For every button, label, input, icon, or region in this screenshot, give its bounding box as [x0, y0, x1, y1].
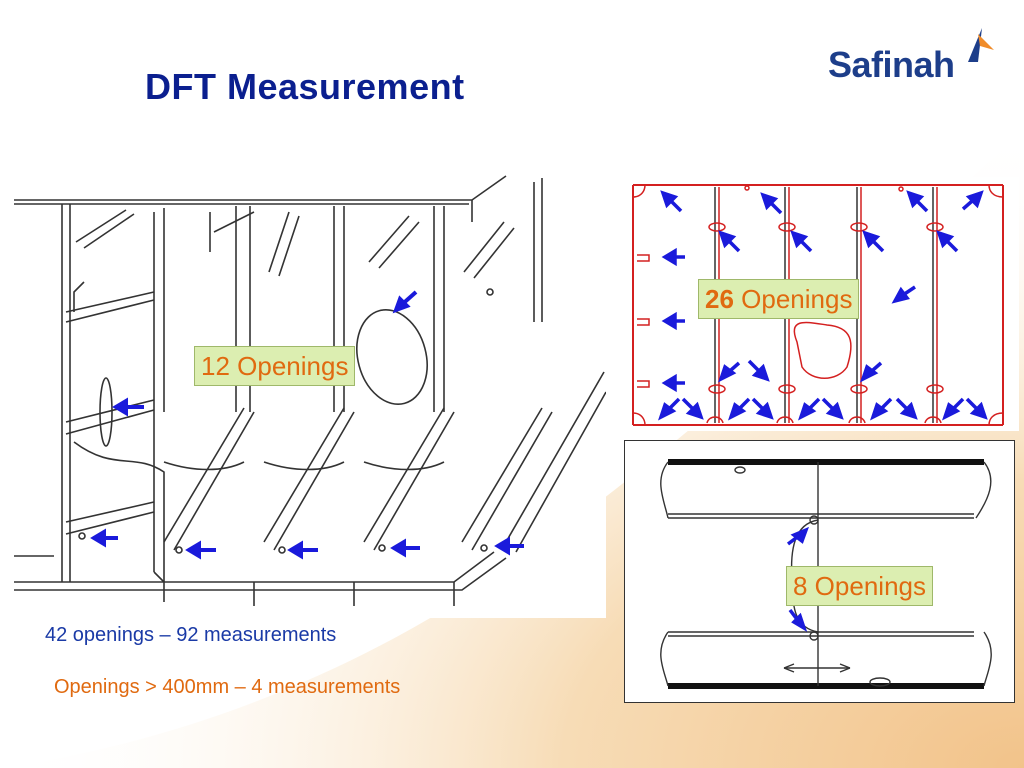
- left-openings-label: 12 Openings: [194, 346, 356, 386]
- measurement-arrows: [658, 190, 988, 421]
- top-right-openings-label: 26 Openings: [698, 279, 860, 319]
- left-structure-diagram: [14, 172, 606, 618]
- logo-sail-icon: [968, 28, 994, 62]
- slide-title: DFT Measurement: [145, 66, 465, 107]
- safinah-logo: Safinah: [828, 28, 998, 90]
- measurement-arrows: [90, 290, 524, 560]
- openings-text: Openings: [733, 284, 853, 314]
- openings-summary-note: 42 openings – 92 measurements: [45, 624, 337, 646]
- bottom-right-openings-label: 8 Openings: [786, 566, 933, 606]
- large-openings-note: Openings > 400mm – 4 measurements: [54, 676, 401, 698]
- measurement-arrows: [786, 526, 810, 632]
- openings-count: 26: [705, 284, 734, 314]
- logo-text: Safinah: [828, 44, 955, 85]
